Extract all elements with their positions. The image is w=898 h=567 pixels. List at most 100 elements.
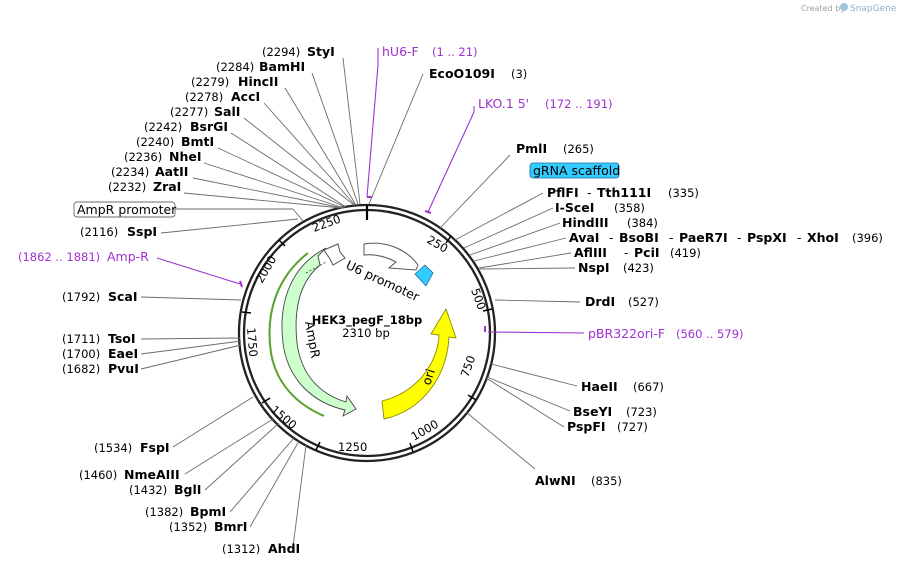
site-pos-ahdi: (1312) [222, 542, 260, 556]
site-pos-haeii: (667) [633, 380, 664, 394]
site-pos-sspi: (2116) [80, 225, 118, 239]
site-bseyi[interactable]: BseYI [573, 404, 612, 419]
site-pspxi[interactable]: PspXI [747, 230, 787, 245]
site-separator: - [609, 230, 614, 245]
site-pos-afliii: (419) [670, 246, 701, 260]
site-pos-hincii: (2279) [191, 75, 229, 89]
site-pmli[interactable]: PmlI [516, 141, 547, 156]
site-bpmi[interactable]: BpmI [190, 504, 226, 519]
tick-label-250: 250 [425, 232, 451, 255]
site-scai[interactable]: ScaI [108, 289, 138, 304]
plasmid-name: HEK3_pegF_18bp [312, 313, 422, 328]
site-bgli[interactable]: BglI [174, 482, 201, 497]
grna-scaffold-feature[interactable] [414, 264, 434, 287]
ampr-promoter-box[interactable] [73, 201, 176, 218]
site-pos-pflfi: (335) [668, 186, 699, 200]
ampr-feature-arrow[interactable] [281, 247, 357, 417]
u6-promoter-arrow[interactable] [363, 242, 419, 271]
site-pos-iscei: (358) [614, 201, 645, 215]
site-bsrgi[interactable]: BsrGI [190, 119, 228, 134]
leader-lines-left [140, 57, 361, 548]
site-pos-nmeaiii: (1460) [79, 468, 117, 482]
site-eaei[interactable]: EaeI [108, 346, 138, 361]
site-paer7i[interactable]: PaeR7I [679, 230, 728, 245]
site-pos-bsrgi: (2242) [144, 120, 182, 134]
site-pos-eaei: (1700) [62, 347, 100, 361]
tick-label-500: 500 [468, 286, 489, 311]
site-tsoi[interactable]: TsoI [108, 331, 136, 346]
site-pos-alwni: (835) [591, 474, 622, 488]
site-bamhi[interactable]: BamHI [259, 59, 305, 74]
site-bmti[interactable]: BmtI [181, 134, 214, 149]
primer-ampr[interactable]: Amp-R [107, 249, 149, 264]
primer-ampr-range: (1862 .. 1881) [18, 250, 100, 264]
site-hincii[interactable]: HincII [238, 74, 278, 89]
credit-text: Created by [801, 4, 845, 13]
site-pflfi[interactable]: PflFI [547, 185, 579, 200]
site-sali[interactable]: SalI [214, 104, 240, 119]
site-nspi[interactable]: NspI [578, 260, 610, 275]
site-drdi[interactable]: DrdI [585, 294, 615, 309]
site-pos-bmti: (2240) [136, 135, 174, 149]
site-ecoo109i[interactable]: EcoO109I [429, 66, 495, 81]
site-separator: - [669, 230, 674, 245]
primer-hu6f[interactable]: hU6-F [382, 44, 419, 59]
tick-marks [241, 205, 493, 453]
site-aatii[interactable]: AatII [155, 164, 188, 179]
ampr-promoter-arrow[interactable] [323, 243, 346, 266]
site-separator: - [587, 185, 592, 200]
site-tth111i[interactable]: Tth111I [597, 185, 651, 200]
site-pos-avai: (396) [852, 231, 883, 245]
plasmid-size: 2310 bp [342, 326, 390, 340]
primer-pbr[interactable]: pBR322ori-F [588, 326, 665, 341]
ori-feature-arrow[interactable] [381, 307, 457, 420]
site-pvui[interactable]: PvuI [108, 361, 139, 376]
site-nhei[interactable]: NheI [169, 149, 202, 164]
credit-brand: SnapGene [850, 4, 897, 14]
site-pos-zrai: (2232) [108, 180, 146, 194]
tick-label-750: 750 [458, 354, 479, 379]
grna-scaffold-box[interactable] [529, 162, 620, 179]
site-bsobi[interactable]: BsoBI [619, 230, 659, 245]
site-pos-bseyi: (723) [626, 405, 657, 419]
site-pos-nhei: (2236) [124, 150, 162, 164]
site-pos-bamhi: (2284) [216, 60, 254, 74]
site-xhoi[interactable]: XhoI [807, 230, 839, 245]
leader-lines-right [368, 73, 581, 470]
ori-label: ori [419, 367, 438, 387]
site-hindiii[interactable]: HindIII [562, 215, 609, 230]
site-pos-nspi: (423) [623, 261, 654, 275]
site-pos-pmli: (265) [563, 142, 594, 156]
site-avai[interactable]: AvaI [569, 230, 599, 245]
site-separator: - [737, 230, 742, 245]
site-pos-tsoi: (1711) [62, 332, 100, 346]
site-pos-scai: (1792) [62, 290, 100, 304]
ampr-primer-mark [239, 280, 243, 288]
site-iscei[interactable]: I-SceI [555, 200, 594, 215]
site-haeii[interactable]: HaeII [581, 379, 618, 394]
site-zrai[interactable]: ZraI [153, 179, 181, 194]
site-alwni[interactable]: AlwNI [535, 473, 576, 488]
site-pcii[interactable]: PciI [634, 245, 660, 260]
site-pos-drdi: (527) [628, 295, 659, 309]
site-acci[interactable]: AccI [231, 89, 260, 104]
site-ahdi[interactable]: AhdI [268, 541, 300, 556]
site-pspfi[interactable]: PspFI [567, 419, 606, 434]
primer-leader-lines [156, 48, 585, 334]
site-pos-fspi: (1534) [94, 441, 132, 455]
primer-lko-range: (172 .. 191) [545, 97, 613, 111]
primer-lko[interactable]: LKO.1 5' [478, 96, 529, 111]
snapgene-logo-icon [840, 3, 848, 11]
site-fspi[interactable]: FspI [140, 440, 170, 455]
site-pos-bmri: (1352) [169, 520, 207, 534]
site-styi[interactable]: StyI [307, 44, 335, 59]
site-nmeaiii[interactable]: NmeAIII [124, 467, 180, 482]
site-separator: - [797, 230, 802, 245]
site-sspi[interactable]: SspI [127, 224, 157, 239]
site-pos-ecoo109i: (3) [511, 67, 527, 81]
site-pos-acci: (2278) [185, 90, 223, 104]
site-pos-bpmi: (1382) [145, 505, 183, 519]
site-afliii[interactable]: AflIII [574, 245, 607, 260]
site-bmri[interactable]: BmrI [214, 519, 247, 534]
